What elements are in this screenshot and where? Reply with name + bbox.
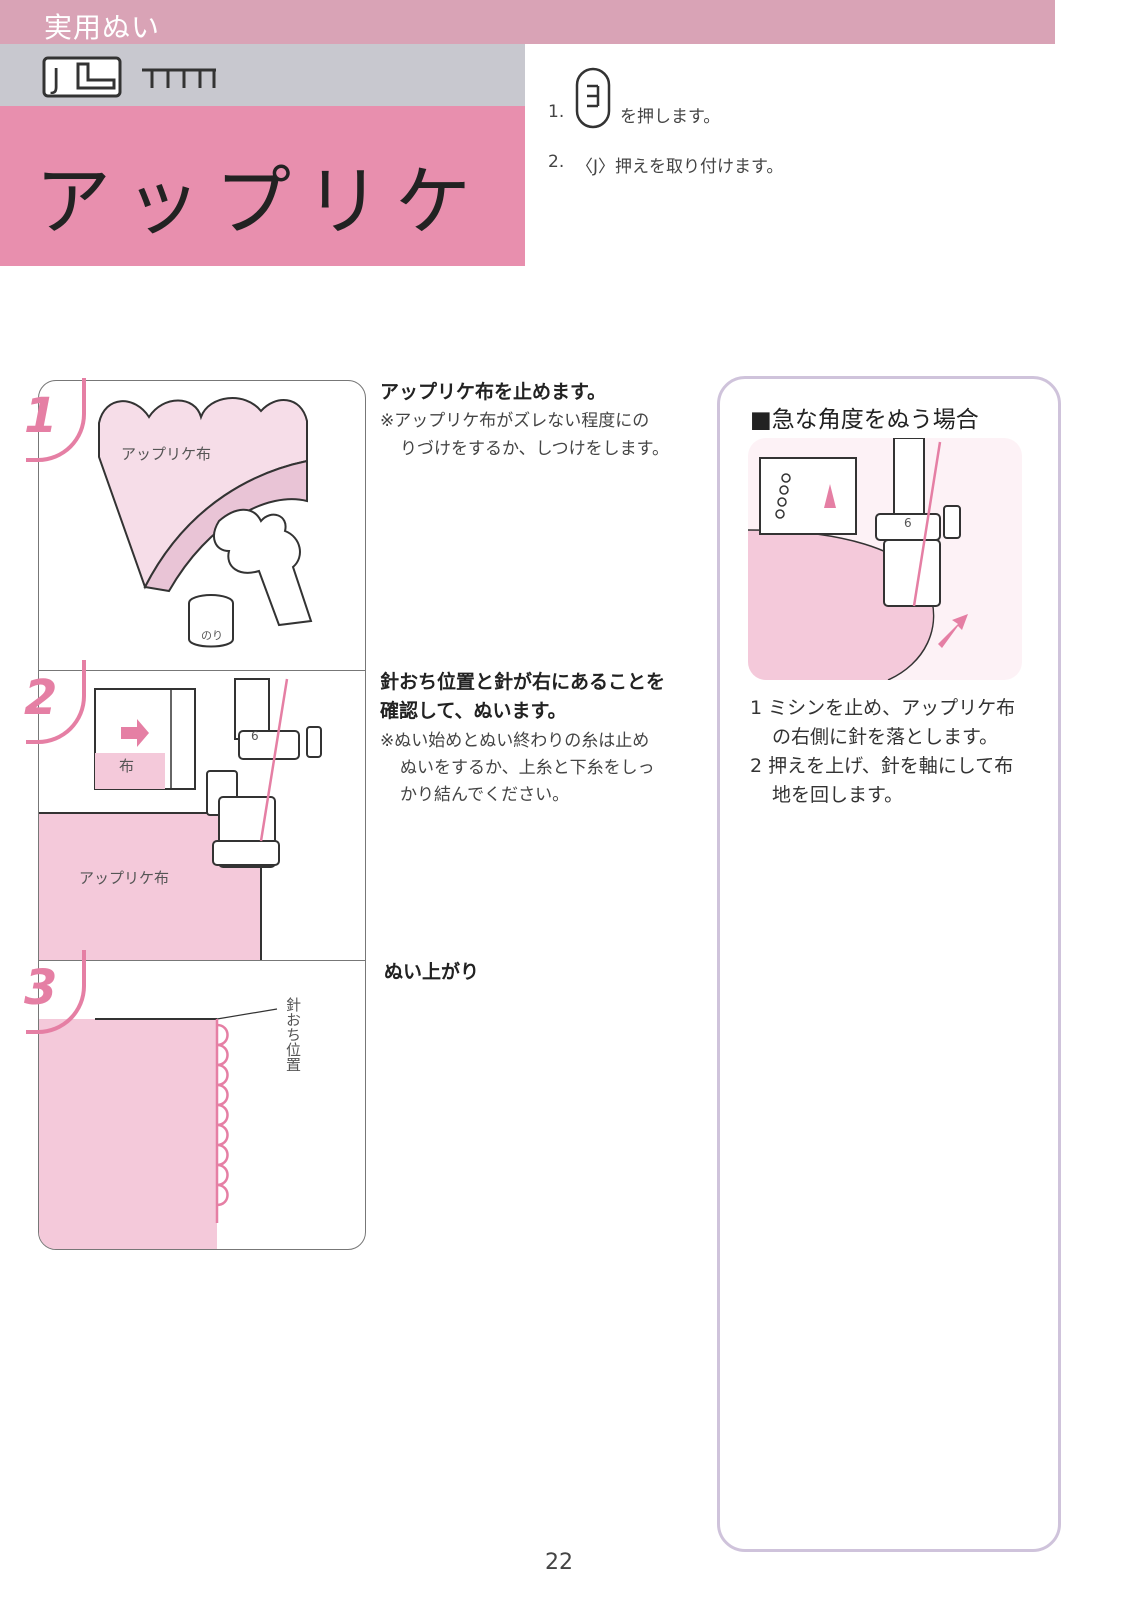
sidebar-item-1-line-1: 1 ミシンを止め、アップリケ布 bbox=[750, 697, 1016, 719]
page-number: 22 bbox=[545, 1550, 573, 1575]
section-header-band bbox=[0, 0, 1055, 44]
step-1-number: 1 bbox=[24, 388, 58, 444]
j-foot-icon: J bbox=[42, 56, 122, 98]
step-2-main-line-1: 針おち位置と針が右にあることを bbox=[380, 671, 666, 693]
step-2-note-line-1: ※ぬい始めとぬい終わりの糸は止め bbox=[380, 731, 650, 751]
sidebar-item-2-line-2: 地を回します。 bbox=[772, 784, 904, 806]
section-label: 実用ぬい bbox=[44, 11, 161, 44]
step-2-main-line-2: 確認して、ぬいます。 bbox=[380, 700, 567, 722]
foot-number-label: 6 bbox=[251, 729, 259, 743]
sidebar-illustration: 6 bbox=[748, 438, 1022, 680]
step-2-number: 2 bbox=[24, 670, 58, 726]
title-box bbox=[0, 106, 525, 266]
step-3-illustration: 針おち位置 bbox=[38, 960, 366, 1250]
step-2-illustration: 布 6 アップリケ布 bbox=[38, 670, 366, 962]
sidebar-item-1-line-2: の右側に針を落とします。 bbox=[772, 726, 999, 748]
step-1-note-line-1: ※アップリケ布がズレない程度にの bbox=[380, 411, 650, 431]
stitch-button-icon bbox=[575, 67, 611, 129]
setup-step-2-number: 2. bbox=[548, 152, 565, 172]
needle-position-label: 針おち位置 bbox=[284, 997, 302, 1072]
step-2-note-line-2: ぬいをするか、上糸と下糸をしっ bbox=[400, 758, 655, 778]
inset-fabric-label: 布 bbox=[119, 757, 135, 775]
glue-jar-label: のり bbox=[201, 629, 223, 642]
applique-fabric-label: アップリケ布 bbox=[79, 869, 170, 887]
foot-letter: J bbox=[50, 62, 60, 95]
step-3-number: 3 bbox=[24, 960, 58, 1016]
step-1-illustration: アップリケ布 のり bbox=[38, 380, 366, 672]
step-1-note-line-2: りづけをするか、しつけをします。 bbox=[400, 439, 669, 459]
setup-step-1-text: を押します。 bbox=[620, 107, 721, 127]
applique-fabric-label: アップリケ布 bbox=[121, 445, 212, 463]
step-3-main-text: ぬい上がり bbox=[384, 961, 480, 983]
step-2-note-line-3: かり結んでください。 bbox=[400, 785, 570, 805]
step-1-main-text: アップリケ布を止めます。 bbox=[380, 381, 607, 403]
applique-stitch-icon bbox=[142, 68, 216, 88]
setup-step-1-number: 1. bbox=[548, 102, 565, 122]
setup-step-2-text: 〈J〉押えを取り付けます。 bbox=[576, 157, 784, 177]
sidebar-foot-number: 6 bbox=[904, 516, 912, 530]
page-title: アップリケ bbox=[35, 157, 485, 246]
sidebar-item-2-line-1: 2 押えを上げ、針を軸にして布 bbox=[750, 755, 1014, 777]
sidebar-heading: ■急な角度をぬう場合 bbox=[750, 407, 979, 433]
